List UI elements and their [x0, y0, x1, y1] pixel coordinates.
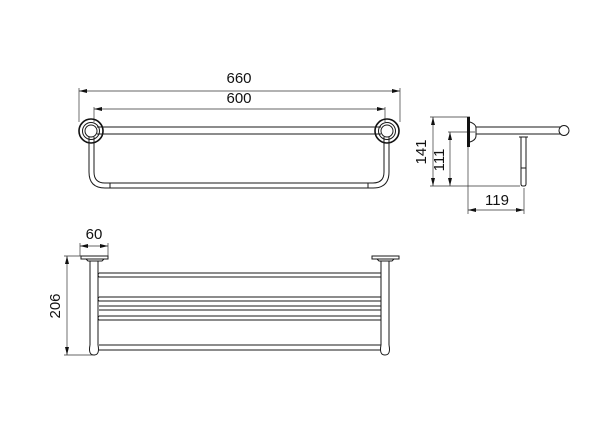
- side-wall-flange: [467, 117, 477, 147]
- dimension-141: 141: [413, 116, 520, 187]
- shelf-rails: [97, 272, 381, 351]
- side-end-cap: [558, 125, 570, 136]
- top-view: 60 206: [47, 226, 400, 356]
- dimension-600: 600: [93, 90, 386, 122]
- dim-119-label: 119: [485, 192, 509, 209]
- dim-111-label: 111: [431, 149, 448, 172]
- right-wall-mount: [374, 118, 400, 144]
- dimension-119: 119: [467, 147, 525, 214]
- front-view: 660 600: [78, 70, 401, 189]
- side-vertical-bar: [520, 137, 527, 187]
- dimension-660: 660: [78, 70, 401, 122]
- left-wall-mount: [78, 118, 104, 144]
- dim-60-label: 60: [86, 226, 103, 243]
- dim-660-label: 660: [226, 70, 251, 87]
- dim-600-label: 600: [226, 90, 251, 107]
- dimension-60: 60: [79, 226, 109, 256]
- side-view: 141 111 119: [413, 116, 570, 214]
- dim-141-label: 141: [413, 139, 430, 164]
- lower-u-bar: [88, 137, 390, 189]
- dimension-206: 206: [47, 255, 95, 356]
- dim-206-label: 206: [47, 293, 64, 318]
- dimension-111: 111: [431, 131, 475, 186]
